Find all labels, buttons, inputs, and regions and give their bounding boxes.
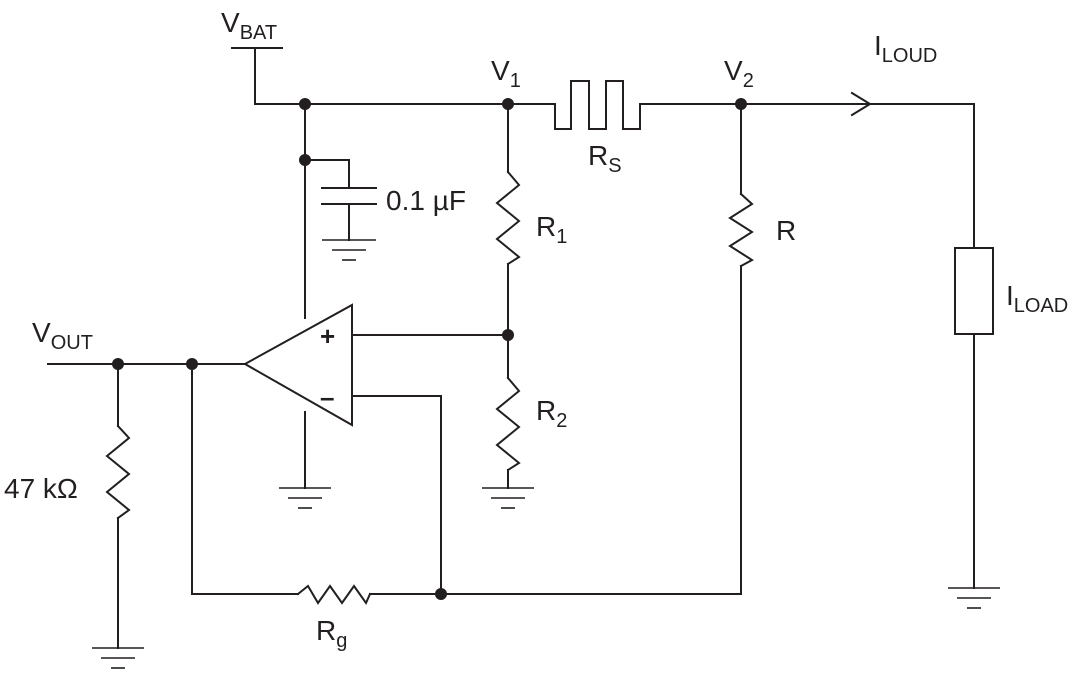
junction-dot — [299, 154, 311, 166]
r47k-resistor — [105, 424, 131, 520]
junction-dot — [299, 98, 311, 110]
r47k-label: 47 kΩ — [4, 473, 78, 504]
iloud-label: ILOUD — [874, 30, 937, 67]
opamp-plus-sign: + — [320, 321, 335, 351]
load-resistor — [954, 247, 994, 589]
output-feedback-wiring — [47, 363, 742, 606]
decoupling-capacitor — [321, 187, 377, 241]
junction-dot — [435, 588, 447, 600]
iload-label: ILOAD — [1006, 280, 1068, 317]
capacitor-label: 0.1 µF — [386, 185, 466, 216]
r1-r2-divider — [351, 103, 521, 489]
ground-symbol — [948, 587, 1000, 609]
r47k-branch — [105, 363, 131, 649]
vout-label: VOUT — [32, 317, 93, 354]
ground-symbol — [482, 487, 534, 509]
ground-symbol — [279, 487, 331, 509]
opamp-supply-wiring — [304, 103, 350, 489]
r1-label: R1 — [536, 211, 567, 248]
vbat-terminal — [231, 47, 283, 105]
junction-dot — [502, 329, 514, 341]
ground-symbol — [322, 239, 376, 261]
rs-resistor — [554, 80, 641, 130]
v1-label: V1 — [491, 55, 521, 92]
r-branch — [728, 103, 754, 595]
r2-label: R2 — [536, 395, 567, 432]
r-resistor — [728, 192, 754, 268]
r-label: R — [776, 215, 796, 246]
rs-label: RS — [588, 140, 622, 177]
iloud-arrow — [850, 91, 872, 117]
junction-dot — [186, 358, 198, 370]
ground-symbol — [92, 647, 144, 669]
rg-resistor — [296, 584, 372, 606]
vbat-label: VBAT — [221, 7, 277, 44]
rg-label: Rg — [316, 615, 347, 652]
v2-label: V2 — [724, 55, 754, 92]
junction-dot — [735, 98, 747, 110]
r2-resistor — [495, 376, 521, 472]
r1-resistor — [495, 170, 521, 266]
opamp-triangle — [242, 303, 353, 427]
opamp-minus-sign: – — [320, 382, 334, 412]
junction-dot — [502, 98, 514, 110]
junction-dot — [112, 358, 124, 370]
